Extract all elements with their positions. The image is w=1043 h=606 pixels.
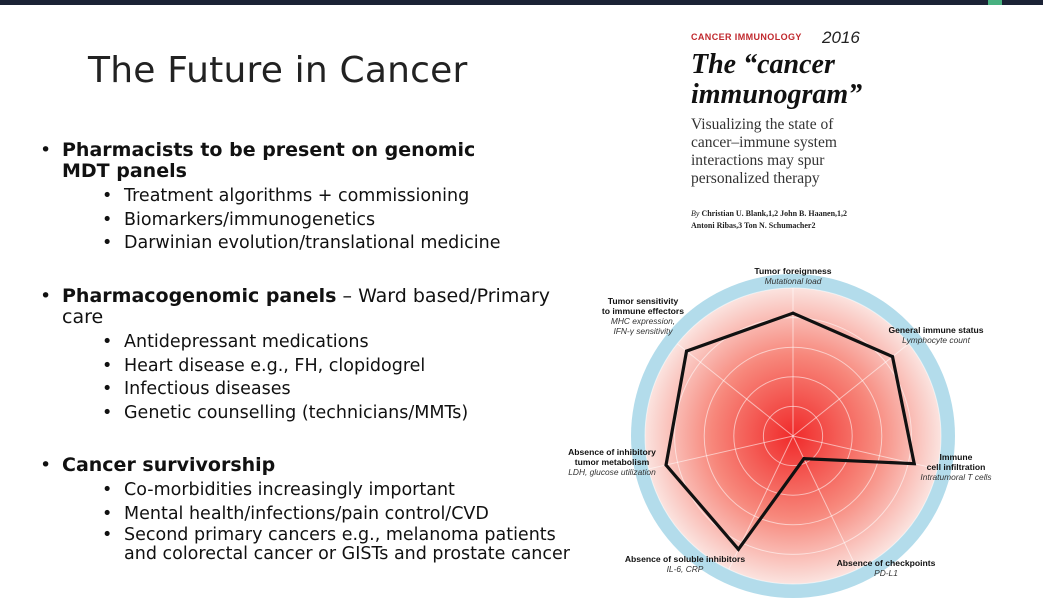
article-title-line: immunogram” (691, 79, 863, 110)
article-by: By (691, 209, 700, 218)
axis-label: Absence of checkpoints (837, 558, 936, 568)
axis-sublabel: MHC expression,IFN-γ sensitivity (611, 316, 675, 336)
sub-item: Second primary cancers e.g., melanoma pa… (102, 526, 582, 564)
bullet-heading-rest: – Ward based/Primary care (62, 285, 551, 328)
data-point (802, 457, 806, 461)
sub-item: Antidepressant medications (102, 331, 562, 355)
axis-label: Absence of soluble inhibitors (625, 554, 746, 564)
bullet-heading-bold: Cancer survivorship (62, 454, 276, 476)
section-survivorship: Cancer survivorship Co-morbidities incre… (40, 455, 582, 564)
axis-sublabel: LDH, glucose utilization (568, 467, 656, 477)
sub-item: Mental health/infections/pain control/CV… (102, 503, 582, 527)
axis-sublabel: PD-L1 (874, 568, 898, 578)
data-polygon (664, 311, 917, 552)
article-authors-line: Antoni Ribas,3 Ton N. Schumacher2 (691, 221, 816, 230)
axis-sublabel: Lymphocyte count (902, 335, 970, 345)
data-point (891, 355, 895, 359)
bullet-heading: Pharmacists to be present on genomic MDT… (40, 140, 512, 256)
axis-sublabel: IL-6, CRP (667, 564, 704, 574)
article-year: 2016 (822, 28, 860, 47)
sub-item: Biomarkers/immunogenetics (102, 209, 512, 233)
article-title-line: The “cancer (691, 49, 835, 80)
article-kicker: CANCER IMMUNOLOGY (691, 32, 802, 42)
bullet-heading: Cancer survivorship Co-morbidities incre… (40, 455, 582, 564)
top-bar-accent (988, 0, 1002, 5)
article-authors: By Christian U. Blank,1,2 John B. Haanen… (691, 208, 891, 232)
sub-item: Treatment algorithms + commissioning (102, 185, 512, 209)
sub-list: Antidepressant medications Heart disease… (62, 331, 562, 425)
grid-spoke (792, 343, 910, 437)
article-title: The “cancer immunogram” (691, 50, 862, 110)
axis-sublabel: Intratumoral T cells (920, 472, 992, 482)
grid-spoke (648, 435, 794, 470)
bullet-heading: Pharmacogenomic panels – Ward based/Prim… (40, 286, 562, 425)
sub-list: Treatment algorithms + commissioning Bio… (62, 185, 512, 256)
data-point (664, 463, 668, 467)
data-point (791, 311, 795, 315)
axis-label: General immune status (888, 325, 983, 335)
sub-item: Genetic counselling (technicians/MMTs) (102, 402, 562, 426)
section-genomic-mdt: Pharmacists to be present on genomic MDT… (40, 140, 512, 256)
article-subtitle: Visualizing the state of cancer–immune s… (691, 116, 837, 187)
axis-sublabel: Mutational load (765, 276, 822, 286)
grid-spoke (676, 343, 794, 437)
slide-title: The Future in Cancer (88, 50, 468, 91)
sub-item: Infectious diseases (102, 378, 562, 402)
sub-item: Darwinian evolution/translational medici… (102, 232, 512, 256)
data-point (912, 462, 916, 466)
sub-item: Heart disease e.g., FH, clopidogrel (102, 355, 562, 379)
bullet-heading-bold: Pharmacists to be present on genomic MDT… (62, 139, 476, 182)
axis-label: Tumor foreignness (754, 266, 831, 276)
section-pharmacogenomic: Pharmacogenomic panels – Ward based/Prim… (40, 286, 562, 425)
sub-item: Co-morbidities increasingly important (102, 479, 582, 503)
top-bar (0, 0, 1043, 5)
article-authors-line: Christian U. Blank,1,2 John B. Haanen,1,… (701, 209, 848, 218)
bullet-heading-bold: Pharmacogenomic panels (62, 285, 337, 307)
data-point (736, 547, 740, 551)
data-point (685, 349, 689, 353)
sub-list: Co-morbidities increasingly important Me… (62, 479, 582, 564)
